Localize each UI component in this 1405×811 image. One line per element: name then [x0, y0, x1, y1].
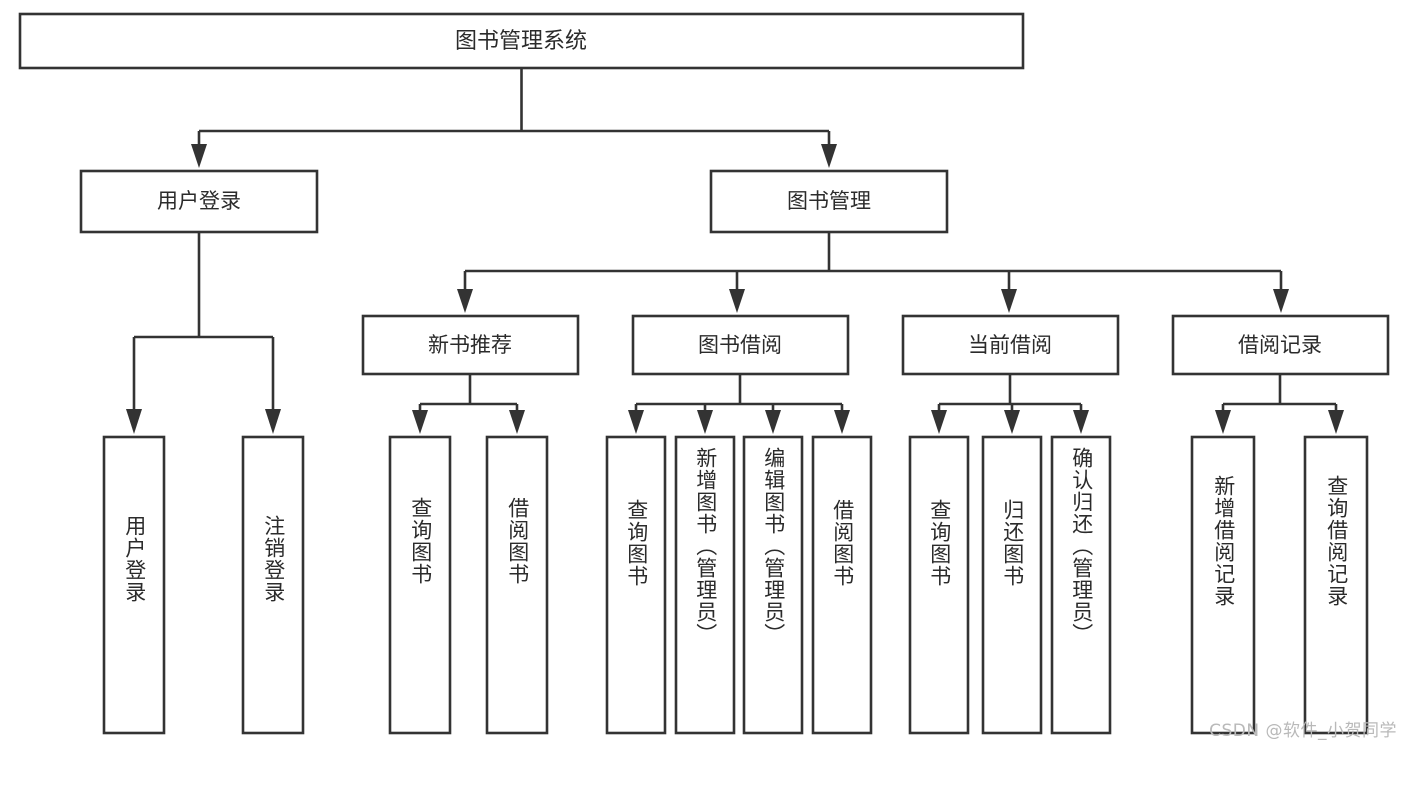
node-current-borrow-label: 当前借阅 [968, 333, 1052, 357]
node-borrow-record[interactable]: 借阅记录 [1171, 314, 1390, 376]
leaf-boxes-group [102, 435, 1369, 735]
node-root-box[interactable] [18, 12, 1025, 70]
node-book-borrow[interactable]: 图书借阅 [631, 314, 850, 376]
arrow-head-leaf-borrow-book-new [509, 410, 525, 434]
arrow-head-leaf-user-login [126, 409, 142, 434]
arrow-head-new-book-recommend [457, 289, 473, 313]
connector-group-book-borrow [628, 374, 850, 434]
arrow-head-leaf-return-book [1004, 410, 1020, 434]
node-new-book-recommend-box[interactable] [361, 314, 580, 376]
node-leaf-borrow-book-box[interactable] [811, 435, 873, 735]
connector-group-new-book-recommend [412, 374, 525, 434]
node-root-label: 图书管理系统 [455, 29, 587, 54]
node-user-login-label: 用户登录 [157, 189, 241, 213]
arrow-head-leaf-add-book [697, 410, 713, 434]
node-book-borrow-label: 图书借阅 [698, 333, 782, 357]
node-leaf-add-record-box[interactable] [1190, 435, 1256, 735]
node-book-borrow-box[interactable] [631, 314, 850, 376]
node-leaf-logout-box[interactable] [241, 435, 305, 735]
arrow-head-leaf-confirm-return [1073, 410, 1089, 434]
node-leaf-confirm-return-box[interactable] [1050, 435, 1112, 735]
arrow-head-user-login [191, 144, 207, 168]
arrow-head-leaf-add-record [1215, 410, 1231, 434]
node-borrow-record-label: 借阅记录 [1238, 333, 1322, 357]
node-leaf-query-record-box[interactable] [1303, 435, 1369, 735]
node-root[interactable]: 图书管理系统 [18, 12, 1025, 70]
node-borrow-record-box[interactable] [1171, 314, 1390, 376]
arrow-head-current-borrow [1001, 289, 1017, 313]
arrow-head-book-management [821, 144, 837, 168]
arrow-head-book-borrow [729, 289, 745, 313]
arrow-head-leaf-query-book-new [412, 410, 428, 434]
flowchart-canvas: 图书管理系统 用户登录 图书管理 新书推荐 图书借阅 当前借阅 借阅记录 [18, 12, 1390, 735]
connector-group-root [191, 68, 837, 168]
node-leaf-user-login-box[interactable] [102, 435, 166, 735]
connector-group-book-management [457, 232, 1289, 313]
arrow-head-leaf-query-book [628, 410, 644, 434]
node-current-borrow-box[interactable] [901, 314, 1120, 376]
csdn-watermark: CSDN @软件_小贺同学 [1209, 721, 1397, 741]
node-user-login[interactable]: 用户登录 [79, 169, 319, 234]
node-leaf-query-book-new-box[interactable] [388, 435, 452, 735]
node-book-management-box[interactable] [709, 169, 949, 234]
node-leaf-edit-book-box[interactable] [742, 435, 804, 735]
arrow-head-leaf-query-record [1328, 410, 1344, 434]
arrow-head-leaf-query-book-cur [931, 410, 947, 434]
node-new-book-recommend[interactable]: 新书推荐 [361, 314, 580, 376]
flowchart-diagram: 图书管理系统 用户登录 图书管理 新书推荐 图书借阅 当前借阅 借阅记录 [18, 12, 1397, 741]
arrow-head-leaf-borrow-book [834, 410, 850, 434]
node-new-book-recommend-label: 新书推荐 [428, 333, 512, 357]
arrow-head-leaf-edit-book [765, 410, 781, 434]
arrow-head-borrow-record [1273, 289, 1289, 313]
node-leaf-query-book-cur-box[interactable] [908, 435, 970, 735]
node-current-borrow[interactable]: 当前借阅 [901, 314, 1120, 376]
connector-group-user-login [126, 232, 281, 434]
connector-group-borrow-record [1215, 374, 1344, 434]
node-book-management-label: 图书管理 [787, 189, 871, 213]
node-user-login-box[interactable] [79, 169, 319, 234]
node-leaf-borrow-book-new-box[interactable] [485, 435, 549, 735]
arrow-head-leaf-logout [265, 409, 281, 434]
node-leaf-add-book-box[interactable] [674, 435, 736, 735]
connector-group-current-borrow [931, 374, 1089, 434]
node-book-management[interactable]: 图书管理 [709, 169, 949, 234]
node-leaf-return-book-box[interactable] [981, 435, 1043, 735]
node-leaf-query-book-box[interactable] [605, 435, 667, 735]
